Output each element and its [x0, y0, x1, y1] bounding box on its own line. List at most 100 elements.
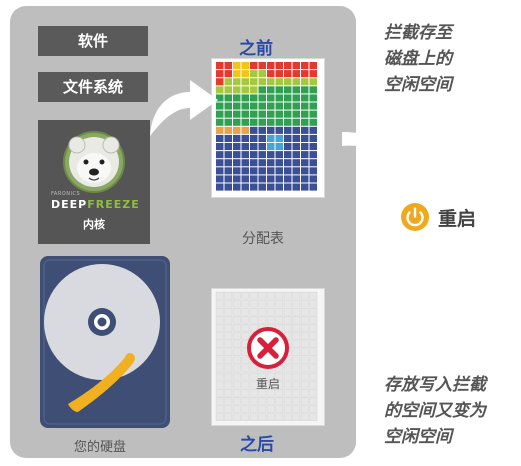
allocation-block	[233, 62, 241, 70]
free-block	[249, 397, 258, 405]
free-block	[275, 405, 284, 413]
free-block	[309, 299, 318, 308]
free-block	[232, 380, 241, 389]
allocation-block	[258, 102, 266, 110]
allocation-block	[216, 110, 224, 118]
free-block	[232, 299, 241, 308]
allocation-block	[250, 134, 258, 142]
allocation-block	[301, 175, 309, 183]
allocation-block	[258, 78, 266, 86]
release-text: 存放写入拦截 的空间又变为 空闲空间	[384, 372, 514, 450]
allocation-block	[241, 159, 249, 167]
free-block	[283, 364, 292, 373]
free-block	[300, 291, 309, 300]
free-block	[232, 356, 241, 365]
free-block	[266, 405, 275, 413]
free-block	[292, 324, 301, 332]
free-block	[292, 316, 301, 324]
allocation-block	[224, 70, 232, 78]
allocation-block	[309, 102, 317, 110]
free-block	[232, 332, 241, 340]
allocation-block	[250, 102, 258, 110]
allocation-block	[292, 183, 300, 191]
allocation-block	[216, 86, 224, 94]
allocation-block	[224, 126, 232, 134]
allocation-block	[258, 159, 266, 167]
free-block	[249, 388, 258, 397]
free-block	[215, 397, 224, 405]
free-block	[300, 307, 309, 316]
free-block	[300, 299, 309, 308]
brand-deep: DEEP	[51, 198, 88, 211]
allocation-block	[275, 167, 283, 175]
hard-disk-icon	[40, 256, 170, 428]
free-block	[241, 388, 250, 397]
free-block	[266, 380, 275, 389]
allocation-block	[250, 143, 258, 151]
free-block	[309, 364, 318, 373]
free-block	[224, 291, 233, 300]
allocation-block	[284, 175, 292, 183]
allocation-block	[216, 151, 224, 159]
allocation-block	[275, 134, 283, 142]
allocation-block	[309, 175, 317, 183]
allocation-block	[267, 159, 275, 167]
free-block	[241, 299, 250, 308]
restart-label: 重启	[438, 207, 477, 230]
free-block	[232, 372, 241, 381]
free-block	[266, 291, 275, 300]
allocation-block	[292, 167, 300, 175]
free-block	[275, 291, 284, 300]
allocation-block	[233, 175, 241, 183]
free-block	[300, 397, 309, 405]
free-block	[224, 316, 233, 324]
allocation-block	[233, 134, 241, 142]
free-block	[309, 291, 318, 300]
curved-arrow-icon	[360, 256, 423, 320]
free-block	[258, 380, 267, 389]
allocation-block	[309, 151, 317, 159]
free-block	[215, 299, 224, 308]
allocation-block	[292, 126, 300, 134]
free-block	[258, 397, 267, 405]
free-block	[215, 340, 224, 348]
free-block	[283, 405, 292, 413]
free-block	[275, 316, 284, 324]
allocation-block	[241, 78, 249, 86]
allocation-block	[275, 70, 283, 78]
polar-bear-icon	[63, 131, 125, 193]
allocation-block	[284, 86, 292, 94]
free-block	[292, 332, 301, 340]
free-block	[283, 324, 292, 332]
allocation-block	[224, 151, 232, 159]
free-block	[309, 405, 318, 413]
free-block	[283, 380, 292, 389]
free-block	[309, 316, 318, 324]
free-block	[292, 397, 301, 405]
allocation-block	[267, 167, 275, 175]
free-block	[215, 405, 224, 413]
free-block	[224, 364, 233, 373]
free-block	[232, 413, 241, 421]
allocation-block	[241, 175, 249, 183]
allocation-block	[250, 175, 258, 183]
free-block	[258, 299, 267, 308]
allocation-block	[309, 70, 317, 78]
free-block	[249, 364, 258, 373]
allocation-block	[241, 62, 249, 70]
allocation-block	[258, 94, 266, 102]
allocation-block	[284, 110, 292, 118]
free-block	[283, 388, 292, 397]
allocation-block	[301, 118, 309, 126]
free-block	[292, 372, 301, 381]
allocation-block	[309, 143, 317, 151]
allocation-block	[233, 126, 241, 134]
allocation-block	[267, 62, 275, 70]
free-block	[300, 380, 309, 389]
allocation-block	[284, 94, 292, 102]
allocation-block	[284, 78, 292, 86]
allocation-block	[275, 151, 283, 159]
close-icon	[247, 327, 289, 369]
free-block	[292, 299, 301, 308]
free-block	[232, 291, 241, 300]
